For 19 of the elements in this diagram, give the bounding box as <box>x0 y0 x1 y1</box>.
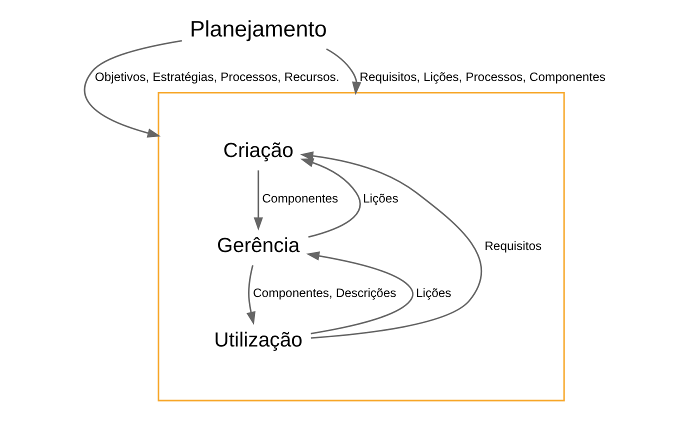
edge-label: Lições <box>362 191 398 206</box>
edge-label: Lições <box>415 286 451 300</box>
node-text: Utilização <box>214 330 302 352</box>
node-text: Criação <box>222 140 293 162</box>
arrow <box>246 265 256 326</box>
node-text: Planejamento <box>189 16 326 42</box>
edge-label: Requisitos <box>484 238 542 253</box>
edge-label: Objetivos, Estratégias, Processos, Recursos. <box>94 70 339 84</box>
cluster <box>157 92 564 402</box>
arrow <box>253 170 262 231</box>
arrow <box>306 251 414 334</box>
arrow <box>326 48 361 96</box>
arrow <box>299 151 482 339</box>
edge-label: Componentes <box>262 191 338 206</box>
arrow <box>300 158 360 238</box>
edge-label: Requisitos, Lições, Processos, Componentes <box>359 70 605 84</box>
arrow <box>84 40 182 138</box>
node-text: Gerência <box>216 234 300 257</box>
edge-label: Componentes, Descrições <box>252 286 396 300</box>
